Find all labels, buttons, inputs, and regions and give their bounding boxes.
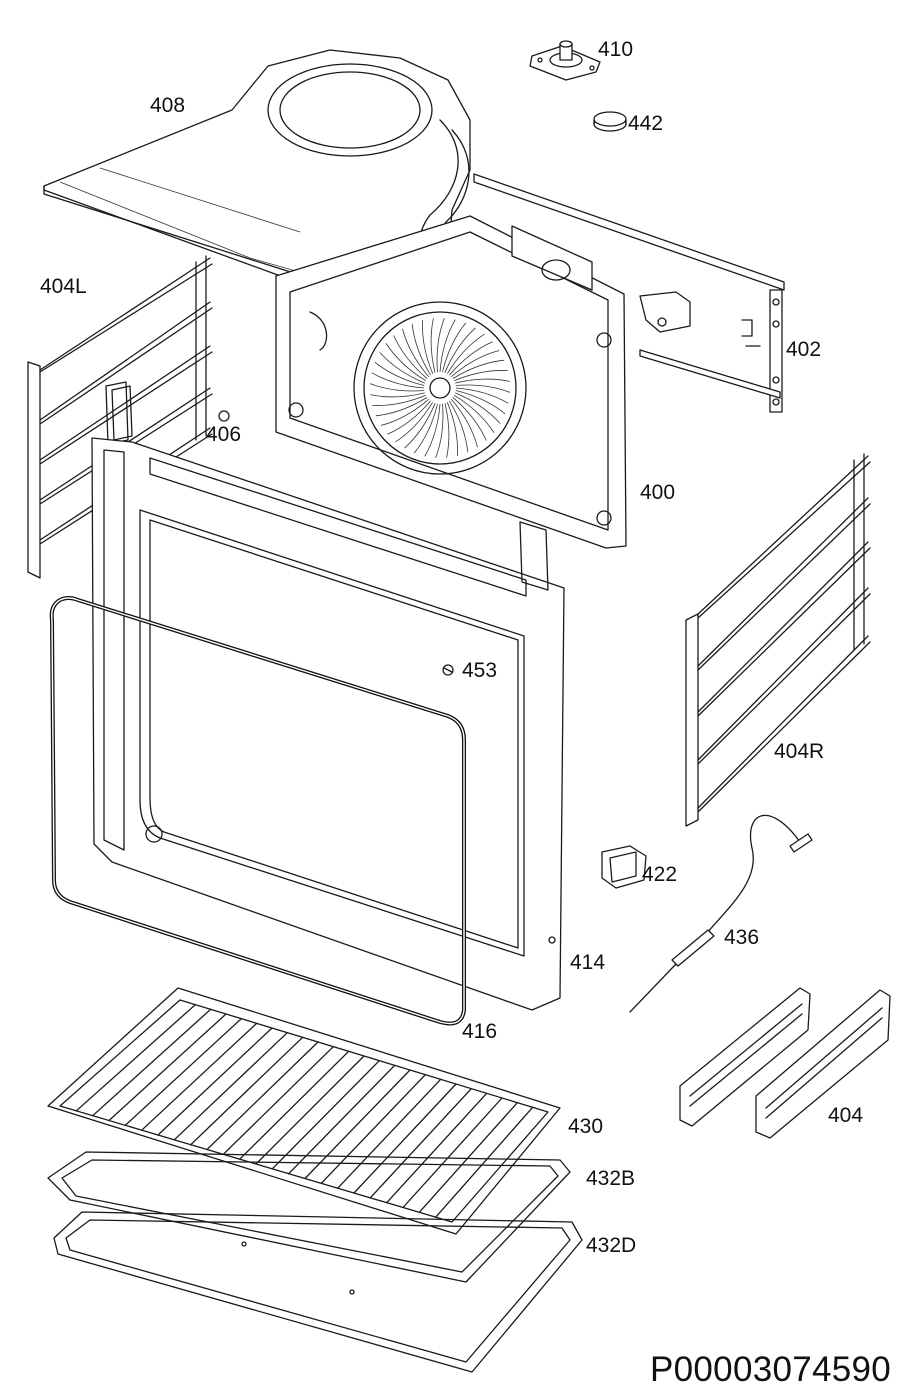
callout-404L: 404L	[40, 275, 87, 298]
callout-436: 436	[724, 926, 760, 949]
callout-410: 410	[598, 38, 634, 61]
callout-408: 408	[150, 94, 186, 117]
callout-432D: 432D	[586, 1234, 637, 1257]
callout-400: 400	[640, 481, 676, 504]
part-404R-right-shelf-support	[685, 453, 871, 827]
callout-414: 414	[570, 951, 606, 974]
callout-416: 416	[462, 1020, 498, 1043]
callout-442: 442	[628, 112, 664, 135]
hinge-left	[111, 385, 133, 441]
part-442-cap	[593, 111, 627, 132]
callout-406: 406	[206, 423, 242, 446]
callout-404R: 404R	[774, 740, 825, 763]
part-416-door-gasket	[49, 596, 466, 1026]
document-number: P00003074590	[650, 1350, 892, 1389]
part-436-temperature-probe	[629, 814, 813, 1013]
part-400-rear-panel	[275, 215, 627, 549]
part-430-wire-rack	[47, 987, 561, 1235]
part-453-screw	[442, 664, 454, 676]
part-402-rear-rail	[473, 173, 785, 413]
part-408-fan-cover	[43, 49, 471, 309]
callout-432B: 432B	[586, 1167, 636, 1190]
part-422-lamp-holder	[601, 845, 647, 889]
callout-453: 453	[462, 659, 498, 682]
part-410-motor-mount	[529, 40, 601, 81]
callout-404: 404	[828, 1104, 864, 1127]
callout-430: 430	[568, 1115, 604, 1138]
part-432B-tray	[47, 1151, 571, 1283]
callout-422: 422	[642, 863, 678, 886]
part-432D-tray	[53, 1211, 583, 1373]
part-414-door-frame	[91, 437, 565, 1011]
callout-402: 402	[786, 338, 822, 361]
part-404-telescopic-runners	[679, 987, 891, 1139]
